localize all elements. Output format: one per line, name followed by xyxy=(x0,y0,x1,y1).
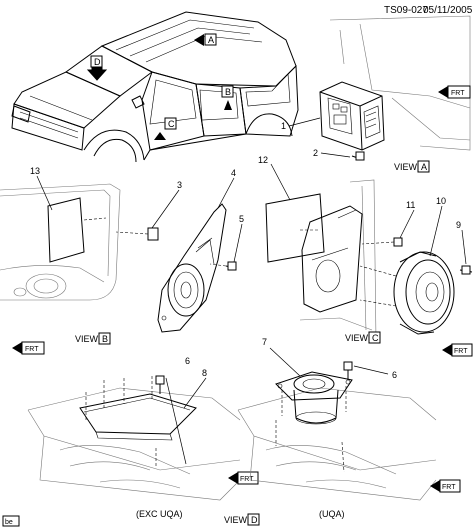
svg-text:D: D xyxy=(94,57,101,67)
svg-text:D: D xyxy=(251,515,258,525)
view-c-door-group xyxy=(265,163,473,341)
amplifier-bolt xyxy=(351,151,365,161)
callout-5: 5 xyxy=(239,214,244,224)
svg-text:VIEW: VIEW xyxy=(224,515,248,525)
svg-text:A: A xyxy=(421,162,427,172)
rear-floor-speaker xyxy=(275,371,353,425)
callout-2: 2 xyxy=(313,148,318,158)
svg-text:VIEW: VIEW xyxy=(394,162,418,172)
svg-text:VIEW: VIEW xyxy=(75,334,99,344)
svg-text:FRT: FRT xyxy=(240,476,254,483)
callout-7: 7 xyxy=(262,337,267,347)
callout-4: 4 xyxy=(231,168,236,178)
caption-uqa: (UQA) xyxy=(319,509,345,519)
speaker-screw-d xyxy=(343,361,353,380)
rear-speaker-bracket xyxy=(301,205,363,313)
diagram-reference-number: TS09-027 xyxy=(384,5,428,16)
speaker-closeout-panel xyxy=(79,393,197,441)
svg-text:A: A xyxy=(208,35,214,45)
speaker-screw-c xyxy=(459,265,473,275)
view-c-label: VIEW C xyxy=(345,331,381,344)
svg-text:VIEW: VIEW xyxy=(345,333,369,343)
callout-12: 12 xyxy=(258,155,268,165)
front-arrow-view-b: FRT xyxy=(12,341,45,355)
svg-text:FRT: FRT xyxy=(25,346,39,353)
view-d-exc-uqa-group xyxy=(27,375,241,501)
callout-6-exc: 6 xyxy=(185,356,190,366)
view-b-door-group xyxy=(0,175,243,333)
svg-text:B: B xyxy=(102,334,108,344)
front-arrow-view-d-right: FRT xyxy=(430,479,461,493)
speaker-clip xyxy=(115,227,159,241)
callout-8: 8 xyxy=(202,368,207,378)
front-door-speaker xyxy=(157,203,227,333)
svg-text:C: C xyxy=(372,333,379,343)
callout-1: 1 xyxy=(281,121,286,131)
front-arrow-view-a: FRT xyxy=(438,85,471,99)
rear-door-speaker xyxy=(359,251,455,335)
diagram-date: 05/11/2005 xyxy=(423,5,473,16)
svg-text:FRT: FRT xyxy=(454,348,468,355)
view-d-label: VIEW D xyxy=(224,513,260,526)
vehicle-view-arrow-b: B xyxy=(221,85,234,110)
view-b-label: VIEW B xyxy=(75,332,111,345)
callout-13: 13 xyxy=(30,166,40,176)
callout-6-uqa: 6 xyxy=(392,370,397,380)
vehicle-view-arrow-c: C xyxy=(154,117,177,140)
caption-exc-uqa: (EXC UQA) xyxy=(136,509,183,519)
svg-text:B: B xyxy=(225,87,231,97)
door-water-deflector xyxy=(47,197,107,263)
amplifier xyxy=(319,81,385,151)
footer-badge: be xyxy=(2,515,20,527)
callout-9: 9 xyxy=(456,220,461,230)
view-a-label: VIEW A xyxy=(394,160,430,173)
front-arrow-view-c: FRT xyxy=(442,343,473,357)
svg-text:be: be xyxy=(5,519,13,526)
svg-text:FRT: FRT xyxy=(442,484,456,491)
callout-10: 10 xyxy=(436,196,446,206)
vehicle-view-arrow-d: D xyxy=(86,55,108,81)
view-d-uqa-group xyxy=(237,347,437,501)
rear-door-water-deflector xyxy=(265,193,325,263)
callout-11: 11 xyxy=(406,200,415,210)
view-a-amplifier-group xyxy=(288,15,471,161)
svg-text:C: C xyxy=(168,119,175,129)
rear-speaker-clip xyxy=(361,237,403,247)
front-arrow-view-d-left: FRT xyxy=(228,471,259,485)
vehicle-illustration xyxy=(11,11,299,163)
callout-3: 3 xyxy=(177,180,182,190)
svg-text:FRT: FRT xyxy=(451,90,465,97)
closeout-screw xyxy=(155,375,165,394)
vehicle-view-arrow-a: A xyxy=(194,33,217,46)
speaker-screw-b xyxy=(209,261,237,271)
